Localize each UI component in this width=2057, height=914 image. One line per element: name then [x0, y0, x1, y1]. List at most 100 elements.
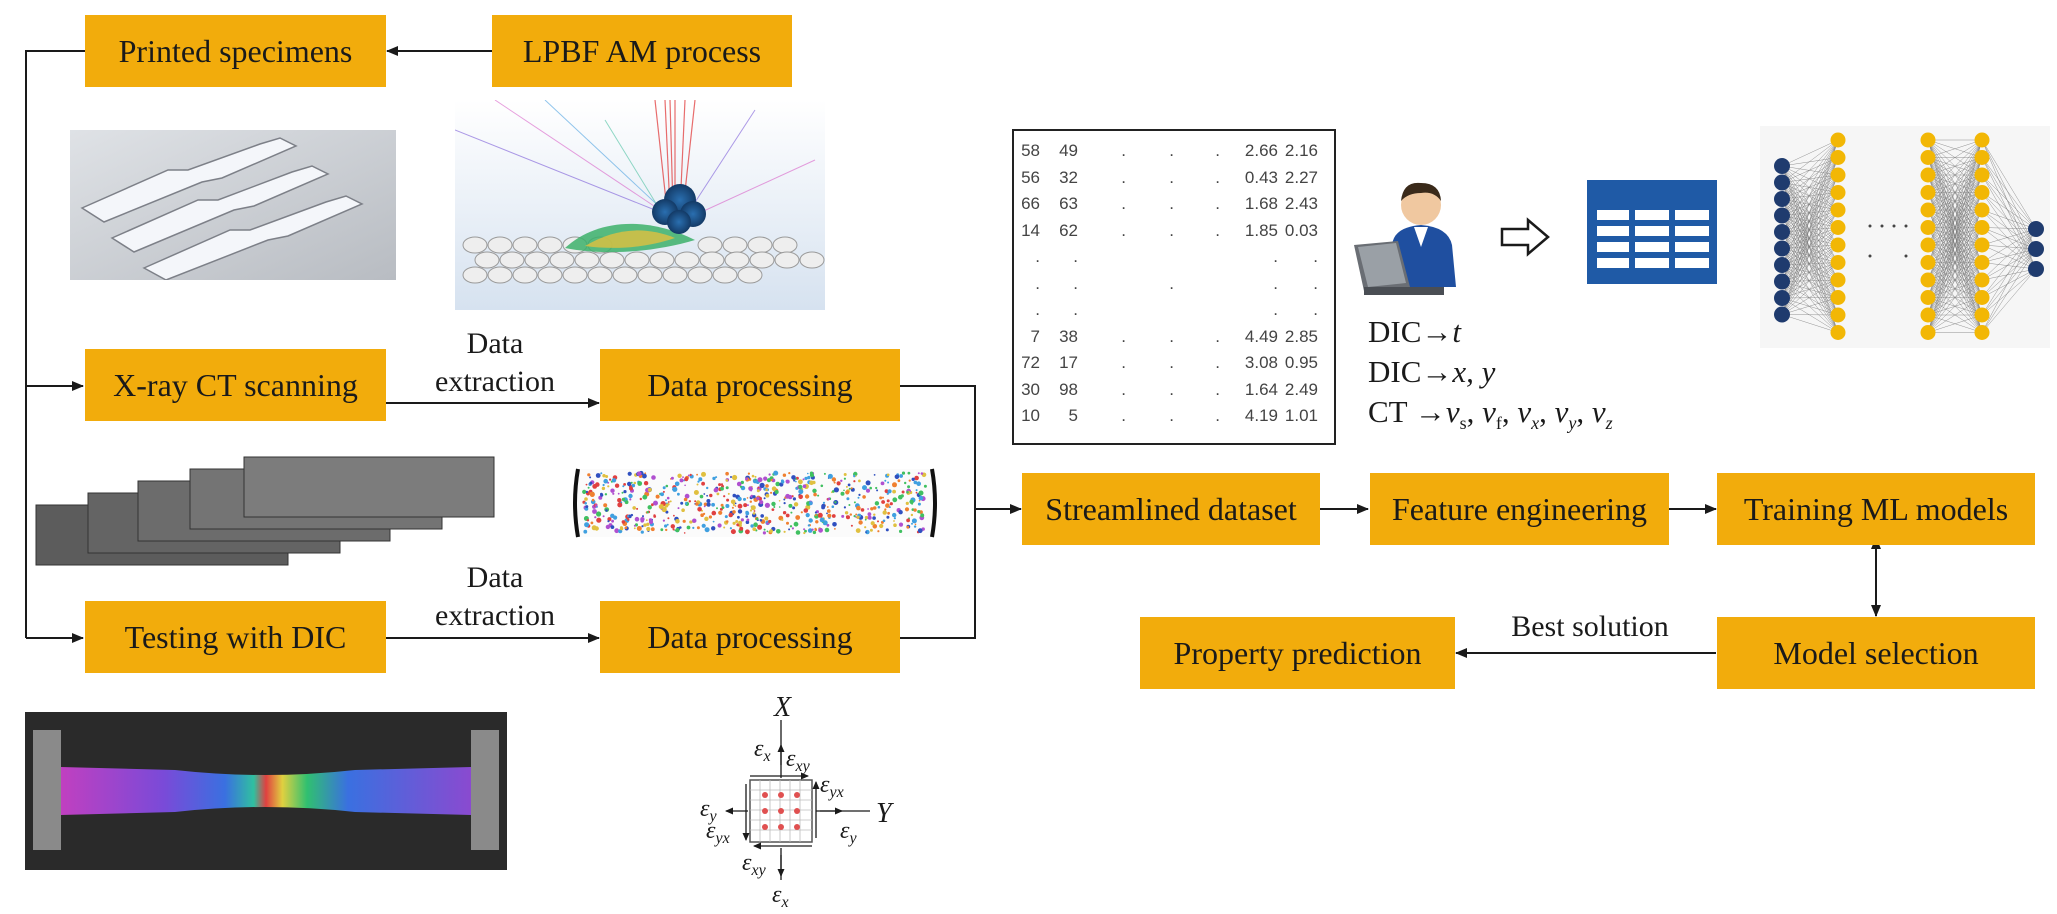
eps-xy-bottom: εxy [742, 850, 767, 879]
table-cell: 1.64 [1244, 379, 1278, 399]
eps-x-top: εx [754, 736, 771, 765]
table-row: 30 98... 1.64 2.49 [1014, 380, 1334, 406]
table-cell: 62 [1059, 220, 1078, 240]
table-cell: . [1169, 379, 1174, 399]
eps-y-right: εy [840, 818, 857, 847]
neural-network-icon [1760, 126, 2050, 348]
printed-specimens-image [70, 130, 396, 280]
table-cell: . [1035, 273, 1040, 293]
table-cell: . [1215, 379, 1220, 399]
table-row: ..... [1014, 274, 1334, 300]
person-at-laptop-icon [1354, 182, 1456, 295]
table-cell: 49 [1059, 141, 1078, 160]
table-cell: . [1169, 326, 1174, 346]
data-processing-dic-box: Data processing [600, 601, 900, 673]
model-selection-label: Model selection [1773, 634, 1979, 671]
feature-mapping-text: DIC→t DIC→x, y CT →vs, vf, vx, vy, vz [1368, 312, 1613, 443]
table-cell: . [1121, 406, 1126, 425]
table-cell: . [1121, 220, 1126, 240]
table-cell: . [1073, 300, 1078, 319]
table-cell: . [1035, 300, 1040, 319]
lpbf-am-process-box: LPBF AM process [492, 15, 792, 87]
table-cell: . [1169, 220, 1174, 240]
table-cell: . [1215, 353, 1220, 372]
table-cell: . [1169, 406, 1174, 425]
table-cell: 38 [1059, 326, 1078, 346]
table-cell: . [1073, 273, 1078, 293]
table-cell: 5 [1068, 406, 1078, 425]
table-row: .... [1014, 247, 1334, 273]
table-cell: . [1121, 194, 1126, 213]
xray-label: X-ray CT scanning [113, 366, 358, 403]
table-cell: 30 [1021, 379, 1040, 399]
table-cell: 1.68 [1244, 194, 1278, 213]
data-extraction-label-dic: Data extraction [435, 561, 555, 632]
table-cell: . [1121, 141, 1126, 160]
table-cell: 32 [1059, 167, 1078, 187]
table-cell: 2.49 [1284, 379, 1318, 399]
table-cell: . [1313, 273, 1318, 293]
streamlined-dataset-box: Streamlined dataset [1022, 473, 1320, 545]
table-cell: . [1121, 379, 1126, 399]
table-cell: . [1121, 167, 1126, 187]
table-cell: 2.43 [1284, 194, 1318, 213]
table-cell: . [1273, 273, 1278, 293]
eps-xy-top: εxy [786, 746, 811, 775]
feature-engineering-label: Feature engineering [1392, 490, 1647, 527]
table-cell: 0.03 [1284, 220, 1318, 240]
table-cell: 56 [1021, 167, 1040, 187]
table-cell: 72 [1021, 353, 1040, 372]
table-cell: . [1169, 273, 1174, 293]
table-cell: 0.43 [1244, 167, 1278, 187]
table-cell: . [1273, 247, 1278, 266]
table-cell: . [1121, 326, 1126, 346]
table-cell: . [1215, 194, 1220, 213]
table-cell: . [1313, 300, 1318, 319]
printed-specimens-box: Printed specimens [85, 15, 386, 87]
property-prediction-label: Property prediction [1173, 634, 1422, 671]
table-cell: 3.08 [1244, 353, 1278, 372]
feature-line-ct-v: CT →vs, vf, vx, vy, vz [1368, 394, 1613, 434]
table-cell: 7 [1030, 326, 1040, 346]
table-cell: 2.27 [1284, 167, 1318, 187]
hollow-right-arrow-icon [1500, 217, 1550, 257]
table-cell: 98 [1059, 379, 1078, 399]
table-cell: . [1215, 167, 1220, 187]
ct-scan-slices-image [35, 456, 495, 566]
training-ml-models-box: Training ML models [1717, 473, 2035, 545]
xray-ct-scanning-box: X-ray CT scanning [85, 349, 386, 421]
data-extraction-label-ct: Data extraction [435, 327, 555, 398]
training-label: Training ML models [1743, 490, 2009, 527]
lpbf-process-image [455, 100, 825, 310]
dic-strain-field-image [25, 712, 507, 870]
feature-line-dic-xy: DIC→x, y [1368, 354, 1496, 389]
table-cell: . [1215, 406, 1220, 425]
streamlined-label: Streamlined dataset [1045, 490, 1297, 527]
strain-tensor-diagram: X Y εx εxy εyx εy εy εyx εxy εx [700, 692, 895, 911]
table-cell: 2.16 [1284, 141, 1318, 160]
table-cell: 17 [1059, 353, 1078, 372]
table-cell: . [1169, 167, 1174, 187]
table-cell: 14 [1021, 220, 1040, 240]
table-cell: 4.49 [1244, 326, 1278, 346]
eps-x-bottom: εx [772, 882, 789, 911]
table-row: .... [1014, 300, 1334, 326]
eps-y-left: εy [700, 796, 717, 825]
table-cell: 0.95 [1284, 353, 1318, 372]
eps-yx-right: εyx [820, 772, 844, 801]
lpbf-label: LPBF AM process [522, 32, 762, 69]
table-cell: 2.66 [1244, 141, 1278, 160]
data-processing-ct-label: Data processing [647, 366, 853, 403]
printed-specimens-label: Printed specimens [118, 32, 353, 69]
table-cell: . [1169, 353, 1174, 372]
axis-y-label: Y [876, 798, 895, 829]
axis-x-label: X [773, 692, 792, 723]
best-solution-label: Best solution [1511, 610, 1669, 643]
table-cell: . [1215, 220, 1220, 240]
table-cell: . [1035, 247, 1040, 266]
table-cell: 4.19 [1244, 406, 1278, 425]
